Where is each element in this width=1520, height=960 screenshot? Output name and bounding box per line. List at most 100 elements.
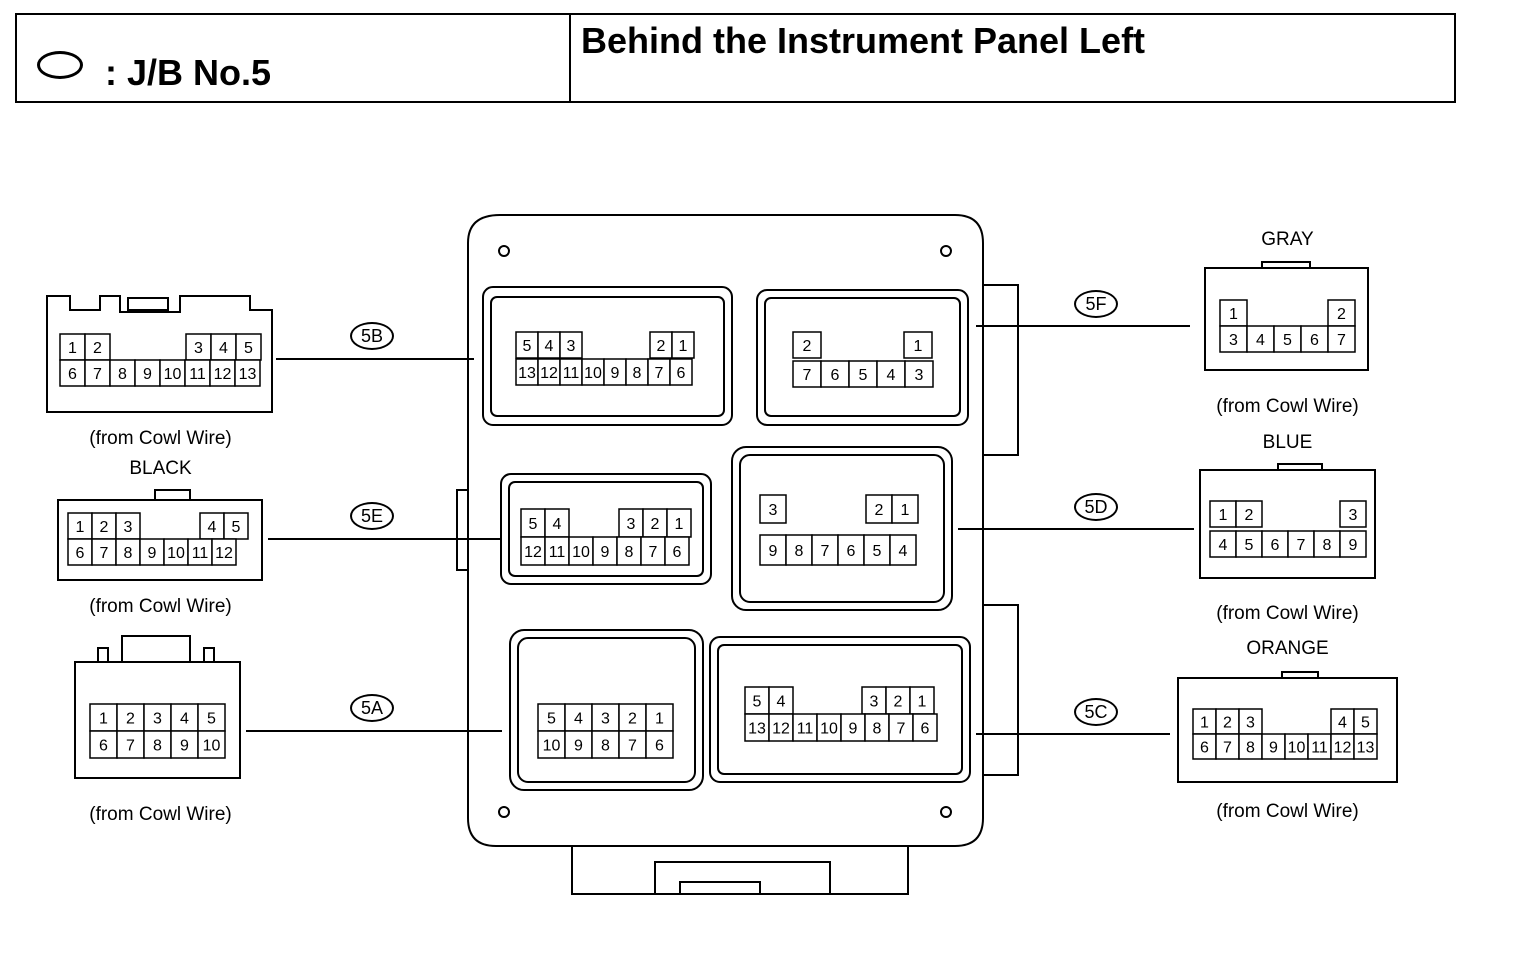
pin-label-5B-cell [84, 359, 111, 387]
tag-5F: 5F [1074, 290, 1118, 318]
pin-label-5C: 13 [1357, 740, 1375, 757]
pin-label-5A: 1 [99, 711, 108, 728]
jb-pin-label-5E: 4 [553, 516, 562, 533]
pin-label-5E: 7 [100, 545, 109, 562]
jb-pin-label-5A: 6 [655, 738, 664, 755]
jb-pin-label-5F-cell [820, 360, 850, 388]
jb-pin-label-5B: 9 [611, 365, 620, 382]
pin-label-5C-cell [1353, 733, 1378, 760]
tag-5A: 5A [350, 694, 394, 722]
leader-line-5C [976, 733, 1170, 735]
pin-label-5D-cell [1287, 530, 1315, 558]
junction-block-bottom-tab [571, 846, 909, 895]
jb-pin-label-5A-cell [618, 730, 647, 759]
jb-pin-label-5E: 7 [649, 544, 658, 561]
pin-label-5A: 4 [180, 711, 189, 728]
jb-pin-label-5D: 2 [875, 502, 884, 519]
pin-label-5D-cell [1313, 530, 1341, 558]
location-title: Behind the Instrument Panel Left [581, 20, 1146, 61]
jb-pin-label-5E-cell [664, 536, 690, 566]
pin-label-5E: 10 [167, 545, 185, 562]
source-label-5E: (from Cowl Wire) [89, 596, 232, 617]
jb-pin-label-5D-cell [889, 534, 917, 566]
pin-label-5D-cell [1339, 530, 1367, 558]
jb-pin-label-5B: 11 [563, 365, 580, 382]
jb-pin-label-5C: 9 [849, 721, 858, 738]
jb-pin-label-5D: 8 [795, 543, 804, 560]
pin-label-5A: 8 [153, 738, 162, 755]
connector-5E-housing [57, 489, 263, 581]
pin-label-5D: 4 [1219, 537, 1228, 554]
tag-5C: 5C [1074, 698, 1118, 726]
pin-label-5A: 3 [153, 711, 162, 728]
jb-pin-label-5D-cell [811, 534, 839, 566]
pin-label-5B: 6 [68, 366, 77, 383]
jb-pin-label-5A: 9 [574, 738, 583, 755]
pin-label-5A-cell [89, 730, 118, 759]
jb-pin-label-5A: 4 [574, 711, 583, 728]
jb-pin-label-5B: 13 [518, 365, 536, 382]
pin-label-5B: 10 [164, 366, 182, 383]
jb-pin-label-5F: 6 [831, 367, 840, 384]
jb-pin-label-5D: 7 [821, 543, 830, 560]
jb-pin-label-5C: 3 [870, 694, 879, 711]
jb-pin-label-5C: 13 [748, 721, 766, 738]
pin-label-5E: 11 [192, 545, 209, 562]
pin-label-5B-cell [185, 333, 212, 361]
jb-pin-label-5D: 1 [901, 502, 910, 519]
pin-label-5A: 2 [126, 711, 135, 728]
junction-block-body [467, 214, 984, 847]
jb-pin-label-5D-cell [837, 534, 865, 566]
jb-pin-label-5B: 2 [657, 338, 666, 355]
jb-pin-label-5E-cell [616, 536, 642, 566]
color-label-5E: BLACK [129, 458, 192, 479]
jb-pin-label-5F-cell [848, 360, 878, 388]
pin-label-5F: 3 [1229, 332, 1238, 349]
leader-line-5B [276, 358, 474, 360]
jb-pin-label-5E: 6 [673, 544, 682, 561]
junction-block-symbol-icon [37, 51, 83, 79]
pin-label-5E: 6 [76, 545, 85, 562]
jb-pin-label-5E: 11 [549, 544, 566, 561]
pin-label-5F-cell [1273, 325, 1302, 353]
jb-pin-label-5E: 8 [625, 544, 634, 561]
jb-pin-label-5D: 4 [899, 543, 908, 560]
jb-pin-label-5E: 3 [627, 516, 636, 533]
pin-label-5A-cell [143, 703, 172, 732]
pin-label-5E: 4 [208, 519, 217, 536]
jb-pin-label-5F: 1 [914, 338, 923, 355]
jb-pin-label-5F-cell [876, 360, 906, 388]
color-label-5C: ORANGE [1246, 638, 1329, 659]
jb-pin-label-5C-cell [909, 686, 935, 715]
jb-pin-label-5F: 3 [915, 367, 924, 384]
jb-pin-label-5E: 2 [651, 516, 660, 533]
jb-pin-label-5E: 5 [529, 516, 538, 533]
header-box: : J/B No.5 Behind the Instrument Panel L… [15, 13, 1456, 103]
connector-5C-housing [1177, 671, 1398, 783]
pin-label-5D-cell [1209, 500, 1237, 528]
pin-label-5E-cell [211, 538, 237, 566]
pin-label-5B: 2 [93, 340, 102, 357]
pin-label-5B: 7 [93, 366, 102, 383]
pin-label-5F: 7 [1337, 332, 1346, 349]
pin-label-5D: 2 [1245, 507, 1254, 524]
jb-pin-label-5E-cell [666, 508, 692, 538]
jb-pin-label-5F-cell [904, 360, 934, 388]
pin-label-5D: 3 [1349, 507, 1358, 524]
jb-pin-label-5D-cell [891, 494, 919, 524]
jb-pin-label-5F: 5 [859, 367, 868, 384]
pin-label-5C: 8 [1246, 740, 1255, 757]
color-label-5D: BLUE [1262, 432, 1313, 453]
tag-5B: 5B [350, 322, 394, 350]
connector-5A-housing [74, 635, 241, 779]
jb-pin-label-5C: 10 [820, 721, 838, 738]
jb-pin-label-5B: 7 [655, 365, 664, 382]
junction-block-left-tab [456, 489, 468, 571]
source-label-5B: (from Cowl Wire) [89, 428, 232, 449]
pin-label-5B: 1 [68, 340, 77, 357]
jb-pin-label-5F: 2 [803, 338, 812, 355]
jb-pin-label-5B-cell [671, 331, 695, 359]
pin-label-5E-cell [139, 538, 165, 566]
pin-label-5A-cell [89, 703, 118, 732]
pin-label-5F: 5 [1283, 332, 1292, 349]
